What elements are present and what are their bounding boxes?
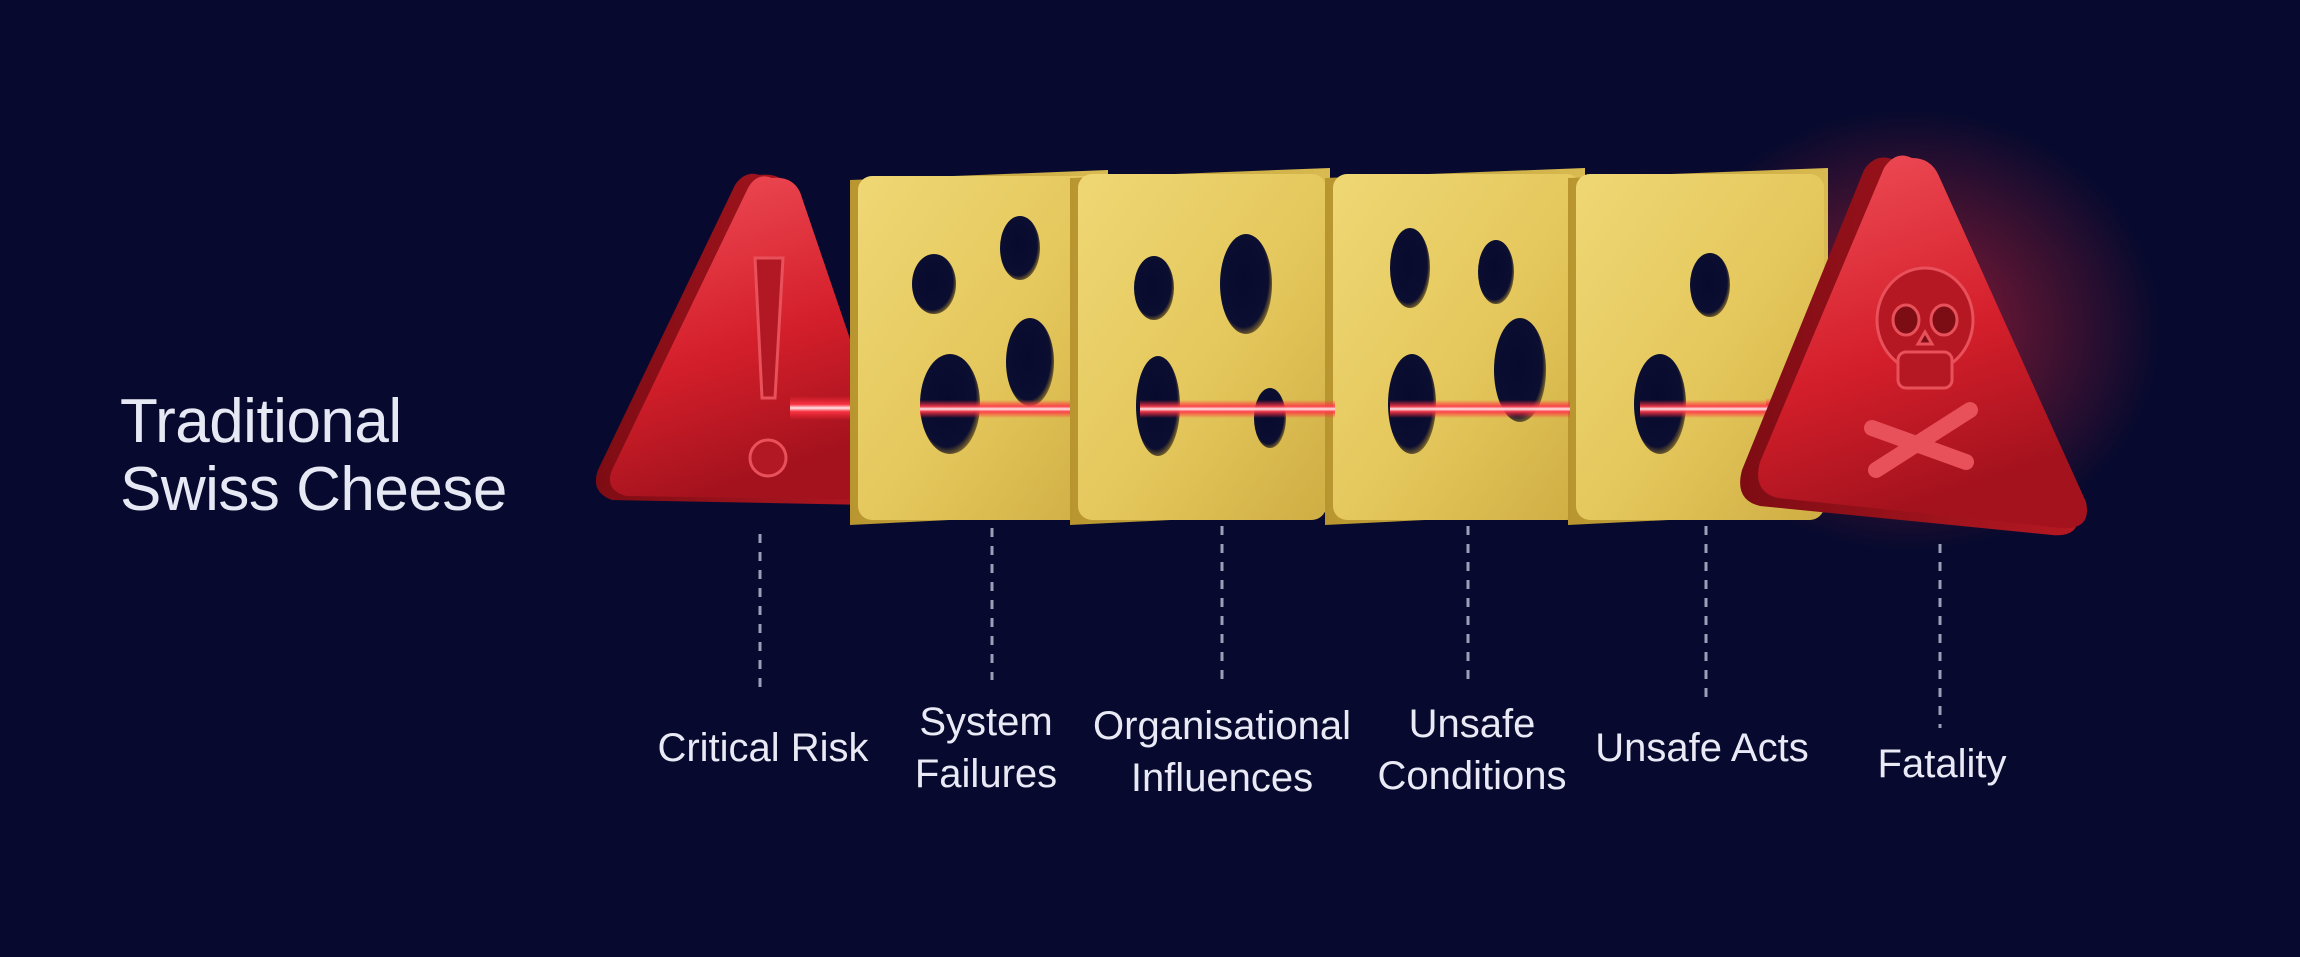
stage-label-organisational-influences: Organisational Influences [1093, 700, 1351, 804]
stage-label-line: Conditions [1377, 754, 1567, 798]
title-line-1: Traditional [120, 387, 402, 456]
stage-label-line: Fatality [1877, 742, 2007, 786]
stage-label-unsafe-acts: Unsafe Acts [1595, 722, 1808, 774]
skull-crossbones-icon [1864, 266, 1978, 478]
stage-label-line: Unsafe Acts [1595, 726, 1809, 770]
fatality-sign [1740, 155, 2087, 536]
stage-label-line: Influences [1130, 756, 1314, 800]
stage-label-line: Organisational [1093, 704, 1351, 748]
cheese-slice-unsafe-conditions [1325, 168, 1585, 525]
diagram-title: Traditional Swiss Cheese [120, 388, 507, 524]
stage-label-line: Unsafe [1408, 702, 1536, 746]
stage-label-critical-risk: Critical Risk [657, 722, 868, 774]
connector-lines [758, 526, 1942, 728]
cheese-slice-organisational-influences [1070, 168, 1330, 525]
stage-label-line: Failures [914, 752, 1058, 796]
stage-label-unsafe-conditions: Unsafe Conditions [1377, 698, 1566, 802]
stage-label-fatality: Fatality [1878, 738, 2007, 790]
stage-label-line: System [919, 700, 1053, 744]
title-line-2: Swiss Cheese [120, 455, 507, 524]
cheese-slice-system-failures [850, 170, 1108, 525]
stage-label-system-failures: System Failures [915, 696, 1057, 800]
stage-label-line: Critical Risk [657, 726, 869, 770]
exclamation-warning-icon [748, 256, 788, 478]
